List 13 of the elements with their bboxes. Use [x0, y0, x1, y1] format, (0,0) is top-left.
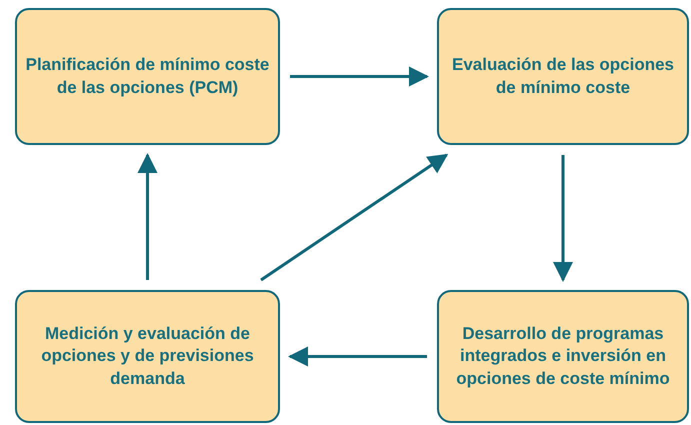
process-box	[437, 290, 689, 423]
arrow	[553, 155, 573, 282]
process-box	[15, 290, 280, 423]
box-label: Planificación de mínimo coste de las opciones (PCM)	[25, 54, 270, 98]
box-label: Desarrollo de programas integrados e inversión en opciones de coste mínimo	[455, 323, 671, 390]
arrow	[288, 346, 427, 366]
arrow	[260, 154, 448, 282]
process-box	[15, 8, 280, 145]
arrow	[290, 66, 429, 86]
process-box	[437, 8, 689, 145]
box-label: Evaluación de las opciones de mínimo coste	[450, 54, 676, 98]
arrow	[138, 153, 158, 280]
box-label: Medición y evaluación de opciones y de previsiones demanda	[40, 323, 255, 390]
